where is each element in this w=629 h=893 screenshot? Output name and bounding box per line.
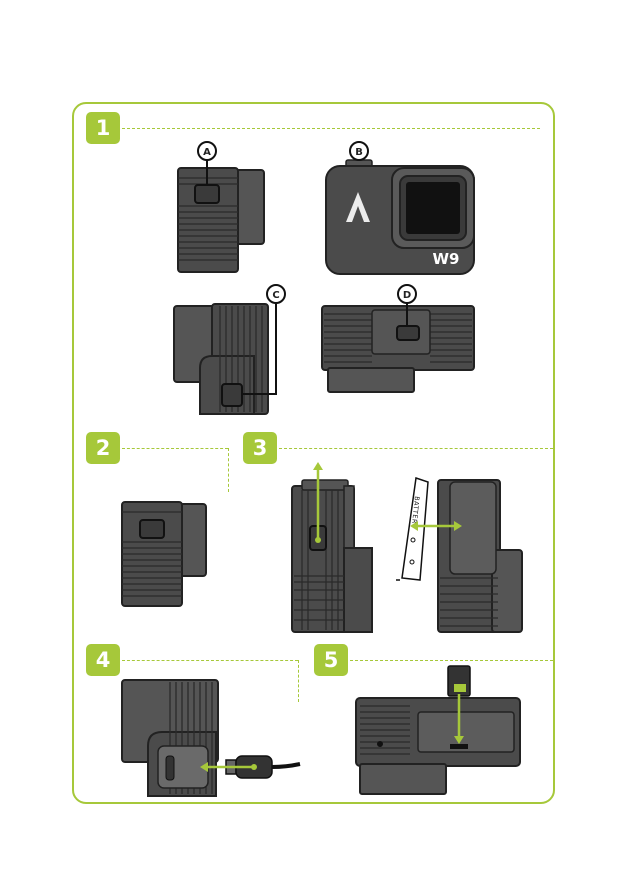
step-3-badge: 3: [243, 432, 277, 464]
camera-bottom-view-d: D: [320, 284, 476, 396]
step-1-divider: [122, 128, 540, 129]
step-2-vertical-divider: [228, 448, 229, 492]
callout-c-label: C: [272, 290, 279, 301]
step-5-divider: [350, 660, 553, 661]
camera-side-view-c: C: [170, 284, 292, 420]
callout-b-label: B: [355, 147, 363, 158]
camera-side-view-a: A: [170, 140, 270, 280]
battery-insertion-view: BATTERY: [380, 468, 526, 636]
callout-d-label: D: [403, 290, 411, 301]
camera-side-view-step2: [118, 498, 210, 608]
step-4-badge: 4: [86, 644, 120, 676]
camera-battery-door-view: [288, 460, 378, 636]
callout-a-label: A: [203, 147, 211, 158]
step-2-badge: 2: [86, 432, 120, 464]
step-4-divider: [122, 660, 298, 661]
step-1-badge: 1: [86, 112, 120, 144]
camera-model-label: W9: [433, 250, 460, 268]
step-2-divider: [122, 448, 228, 449]
step-3-divider: [279, 448, 553, 449]
step-5-badge: 5: [314, 644, 348, 676]
usb-connection-view: [118, 676, 304, 800]
sd-card-insertion-view: [354, 664, 524, 796]
camera-front-view-b: W9 B: [324, 140, 476, 276]
